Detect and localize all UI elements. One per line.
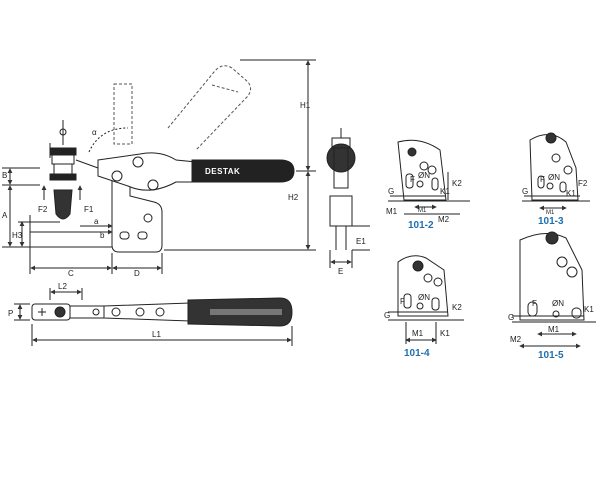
svg-text:C: C bbox=[68, 269, 74, 278]
svg-text:K2: K2 bbox=[452, 179, 462, 188]
variant-title: 101-2 bbox=[408, 220, 434, 231]
svg-text:H1: H1 bbox=[300, 101, 311, 110]
svg-text:F2: F2 bbox=[578, 179, 588, 188]
svg-text:G: G bbox=[384, 311, 390, 320]
variant-101-4: G F ØN M1 K1 K2 101-4 bbox=[384, 255, 464, 359]
svg-text:L1: L1 bbox=[152, 330, 161, 339]
svg-text:M1: M1 bbox=[412, 329, 424, 338]
top-view bbox=[14, 288, 293, 346]
svg-text:K1: K1 bbox=[566, 189, 576, 198]
spindle-assembly bbox=[49, 120, 99, 220]
svg-text:M1: M1 bbox=[418, 208, 427, 214]
svg-text:F: F bbox=[400, 297, 405, 306]
variant-title: 101-3 bbox=[538, 216, 564, 227]
svg-text:M1: M1 bbox=[386, 207, 398, 216]
svg-text:ØN: ØN bbox=[552, 299, 564, 308]
svg-text:M2: M2 bbox=[510, 335, 522, 344]
svg-text:b: b bbox=[100, 231, 105, 240]
svg-text:K1: K1 bbox=[584, 305, 594, 314]
brand-label: DESTAK bbox=[205, 167, 240, 176]
svg-text:E: E bbox=[338, 267, 343, 276]
svg-text:F: F bbox=[410, 175, 415, 184]
svg-text:G: G bbox=[508, 313, 514, 322]
svg-text:F2: F2 bbox=[38, 205, 48, 214]
variant-101-3: G F ØN M1 K1 F2 101-3 bbox=[522, 132, 590, 227]
side-view-labels: E E1 bbox=[338, 237, 366, 276]
main-clamp-view: DESTAK bbox=[2, 59, 316, 274]
svg-text:G: G bbox=[522, 187, 528, 196]
svg-text:M1: M1 bbox=[548, 325, 560, 334]
svg-text:ØN: ØN bbox=[418, 293, 430, 302]
svg-text:A: A bbox=[2, 211, 8, 220]
svg-text:H3: H3 bbox=[12, 231, 23, 240]
handle-grip bbox=[191, 159, 295, 183]
svg-text:H2: H2 bbox=[288, 193, 299, 202]
svg-text:K2: K2 bbox=[452, 303, 462, 312]
variant-101-2: G F ØN M1 M1 M2 K1 K2 101-2 bbox=[386, 139, 470, 231]
svg-text:P: P bbox=[8, 309, 13, 318]
main-view-labels: B A H3 C D b a F2 F1 α H1 H2 bbox=[2, 101, 311, 278]
svg-text:B: B bbox=[2, 171, 7, 180]
variant-title: 101-5 bbox=[538, 350, 564, 361]
svg-text:M2: M2 bbox=[438, 215, 450, 224]
svg-text:F1: F1 bbox=[84, 205, 94, 214]
svg-text:K1: K1 bbox=[440, 329, 450, 338]
svg-text:α: α bbox=[92, 128, 97, 137]
svg-text:a: a bbox=[94, 217, 99, 226]
svg-text:K1: K1 bbox=[440, 187, 450, 196]
svg-text:F: F bbox=[540, 175, 545, 184]
handle-open-position bbox=[113, 65, 252, 151]
svg-text:L2: L2 bbox=[58, 282, 67, 291]
side-view bbox=[326, 128, 370, 268]
svg-text:G: G bbox=[388, 187, 394, 196]
svg-text:E1: E1 bbox=[356, 237, 366, 246]
top-view-labels: L2 P L1 bbox=[8, 282, 161, 339]
svg-text:ØN: ØN bbox=[548, 173, 560, 182]
variant-title: 101-4 bbox=[404, 348, 430, 359]
svg-text:D: D bbox=[134, 269, 140, 278]
svg-text:M1: M1 bbox=[546, 210, 555, 216]
svg-text:ØN: ØN bbox=[418, 171, 430, 180]
variant-101-5: G F ØN M1 M2 K1 101-5 bbox=[508, 231, 596, 361]
svg-text:F: F bbox=[532, 299, 537, 308]
